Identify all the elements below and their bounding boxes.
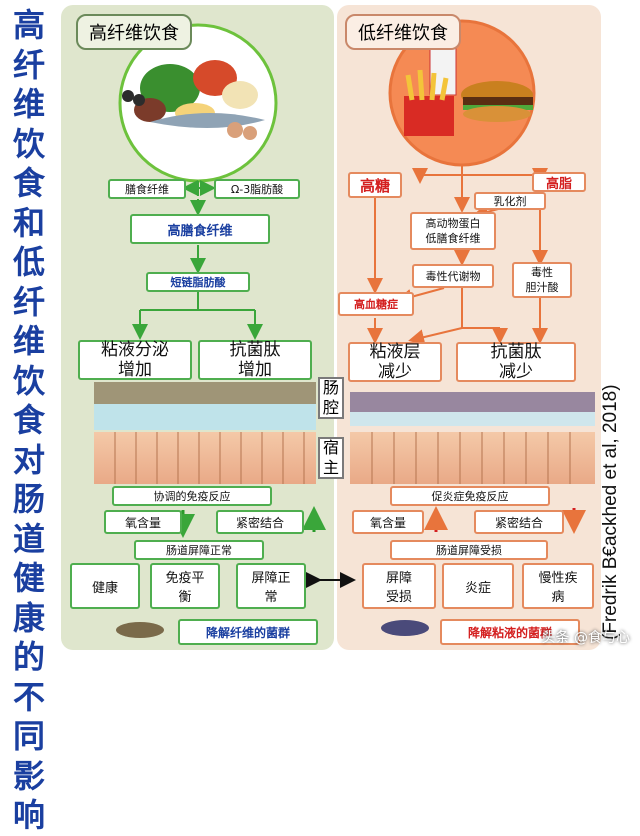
mucus-degrading-microbes-box: 降解粘液的菌群 [440,619,580,645]
title-char: 饮 [12,361,45,400]
barrier-damage-box: 屏障 受损 [362,563,436,609]
watermark: 头条 @食与心 [541,630,630,646]
proinflammatory-immune-box: 促炎症免疫反应 [390,486,550,506]
hyperglycemia-box: 高血糖症 [338,292,414,316]
barrier-normal-box: 肠道屏障正常 [134,540,264,560]
amp-decrease-box: 抗菌肽 减少 [456,342,576,382]
title-char: 健 [12,559,45,597]
title-char: 同 [12,717,45,755]
healthy-food-illustration [118,23,278,183]
omega3-box: Ω-3脂肪酸 [214,179,300,199]
fiber-degrading-microbes-box: 降解纤维的菌群 [178,619,318,645]
dietary-fiber-box: 膳食纤维 [108,179,186,199]
diagram-graphics [94,19,595,638]
emulsifier-box: 乳化剂 [474,192,546,210]
lumen-label: 肠 腔 [318,377,344,419]
right-header: 低纤维饮食 [345,14,461,50]
title-char: 高 [12,6,45,44]
title-char: 和 [12,203,45,242]
lumen-illustration [94,382,595,430]
left-tight-junction-box: 紧密结合 [216,510,304,534]
high-fat-box: 高脂 [532,172,586,192]
title-char: 道 [12,519,45,558]
mucus-increase-box: 粘液分泌 增加 [78,340,192,380]
barrier-ok-box: 屏障正 常 [236,563,306,609]
title-char: 食 [12,164,45,202]
amp-increase-box: 抗菌肽 增加 [198,340,312,380]
title-char: 响 [12,796,45,834]
right-tight-junction-box: 紧密结合 [474,510,564,534]
immune-balance-box: 免疫平 衡 [150,563,220,609]
chronic-disease-box: 慢性疾 病 [522,563,594,609]
epithelium-illustration [94,432,595,484]
high-protein-low-fiber-box: 高动物蛋白 低膳食纤维 [410,212,496,250]
mucus-decrease-box: 粘液层 减少 [348,342,442,382]
title-char: 食 [12,401,45,439]
title-char: 肠 [12,480,45,518]
title-char: 维 [12,85,45,123]
junk-food-illustration [388,19,536,167]
title-char: 不 [12,677,45,716]
title-char: 对 [12,440,45,479]
title-char: 维 [12,322,45,360]
coordinated-immune-box: 协调的免疫反应 [112,486,272,506]
toxic-metabolites-box: 毒性代谢物 [412,264,494,288]
inflammation-box: 炎症 [442,563,514,609]
barrier-damaged-box: 肠道屏障受损 [390,540,548,560]
left-oxygen-box: 氧含量 [104,510,182,534]
high-fiber-box: 高膳食纤维 [130,214,270,244]
host-label: 宿 主 [318,437,344,479]
title-char: 纤 [12,282,45,321]
toxic-bile-acids-box: 毒性 胆汁酸 [512,262,572,298]
left-header: 高纤维饮食 [76,14,192,50]
right-oxygen-box: 氧含量 [352,510,424,534]
title-char: 康 [12,598,45,637]
title-char: 饮 [12,124,45,163]
high-sugar-box: 高糖 [348,172,402,198]
scfa-box: 短链脂肪酸 [146,272,250,292]
title-char: 影 [12,756,45,795]
health-box: 健康 [70,563,140,609]
title-char: 纤 [12,45,45,84]
title-char: 低 [12,243,45,281]
